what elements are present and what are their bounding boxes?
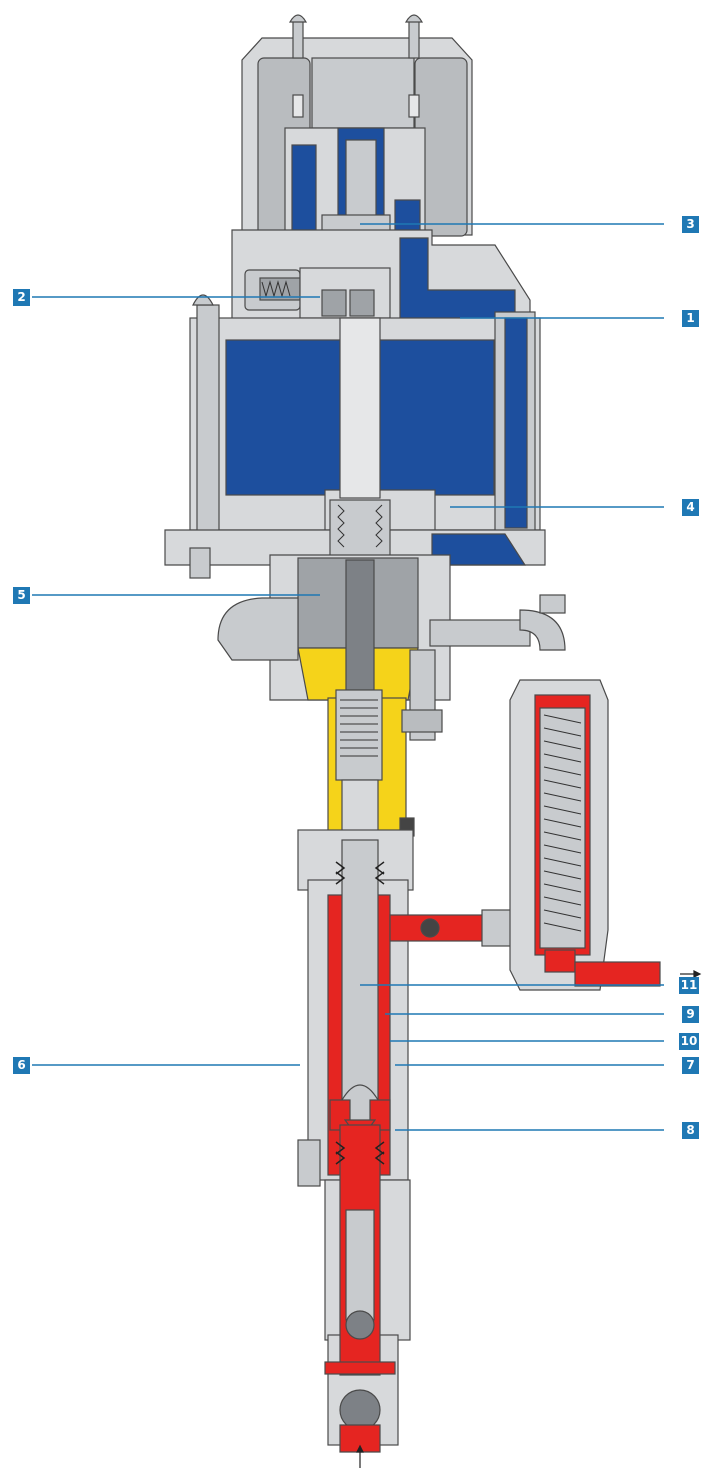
air-valve-block <box>284 127 426 241</box>
callout-5: 5 <box>13 587 30 604</box>
callout-8: 8 <box>682 1122 699 1139</box>
outlet-filter-assembly <box>389 679 661 991</box>
connecting-rod <box>345 559 375 691</box>
callout-3: 3 <box>682 216 699 233</box>
piston-rod-upper <box>339 317 381 499</box>
callout-10: 10 <box>679 1033 699 1050</box>
fluid-chamber <box>324 839 396 1453</box>
callout-11: 11 <box>679 977 699 994</box>
leader-lines <box>32 223 664 1131</box>
outlet-arrow-icon <box>680 970 702 978</box>
pilot-valve <box>244 267 391 319</box>
callout-4: 4 <box>682 499 699 516</box>
callout-7: 7 <box>682 1057 699 1074</box>
base-bolt <box>189 547 211 579</box>
inlet-arrow-icon <box>356 1444 364 1468</box>
callout-9: 9 <box>682 1006 699 1023</box>
callout-6: 6 <box>13 1057 30 1074</box>
callout-2: 2 <box>13 289 30 306</box>
callout-1: 1 <box>682 310 699 327</box>
